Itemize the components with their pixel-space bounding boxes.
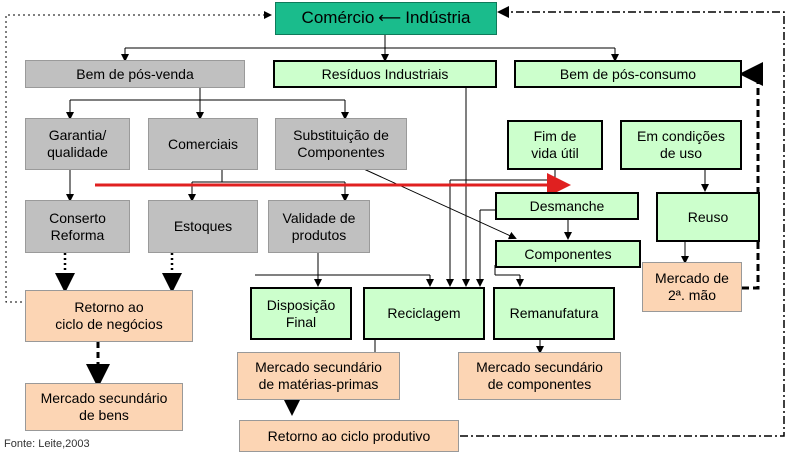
retorno-ciclo-negocios-box: Retorno ao ciclo de negócios xyxy=(25,290,193,342)
mercado-segunda-mao-box: Mercado de 2ª. mão xyxy=(642,262,742,312)
desmanche-box: Desmanche xyxy=(495,192,639,220)
mercado-bens-box: Mercado secundário de bens xyxy=(25,383,183,431)
dashed-return-loop xyxy=(739,62,763,290)
connector xyxy=(354,164,517,240)
conserto-reforma-box: Conserto Reforma xyxy=(25,200,130,253)
remanufatura-box: Remanufatura xyxy=(493,287,615,340)
fim-vida-util-box: Fim de vida útil xyxy=(507,120,603,170)
estoques-box: Estoques xyxy=(148,200,258,253)
reciclagem-box: Reciclagem xyxy=(363,287,485,340)
industria-label: Indústria xyxy=(405,8,471,28)
left-arrow-icon: ⟵ xyxy=(378,9,402,27)
comercio-label: Comércio xyxy=(301,8,375,28)
reuso-box: Reuso xyxy=(656,192,760,242)
garantia-qualidade-box: Garantia/ qualidade xyxy=(25,118,130,170)
disposicao-final-box: Disposição Final xyxy=(250,287,352,340)
feedback-loop-right xyxy=(460,6,785,437)
em-condicoes-uso-box: Em condições de uso xyxy=(620,120,742,170)
comercio-industria-box: Comércio ⟵ Indústria xyxy=(275,2,497,35)
feedback-loop-left xyxy=(5,11,272,303)
bem-pos-venda-box: Bem de pós-venda xyxy=(25,60,245,88)
comerciais-box: Comerciais xyxy=(148,118,258,170)
substituicao-componentes-box: Substituição de Componentes xyxy=(275,118,407,170)
bem-pos-consumo-box: Bem de pós-consumo xyxy=(514,60,742,88)
mercado-componentes-box: Mercado secundário de componentes xyxy=(458,352,621,400)
validade-produtos-box: Validade de produtos xyxy=(268,200,370,253)
source-caption: Fonte: Leite,2003 xyxy=(4,438,90,450)
residuos-industriais-box: Resíduos Industriais xyxy=(273,60,497,88)
mercado-materias-primas-box: Mercado secundário de matérias-primas xyxy=(237,352,400,400)
retorno-ciclo-produtivo-box: Retorno ao ciclo produtivo xyxy=(239,420,459,452)
componentes-box: Componentes xyxy=(495,240,641,268)
